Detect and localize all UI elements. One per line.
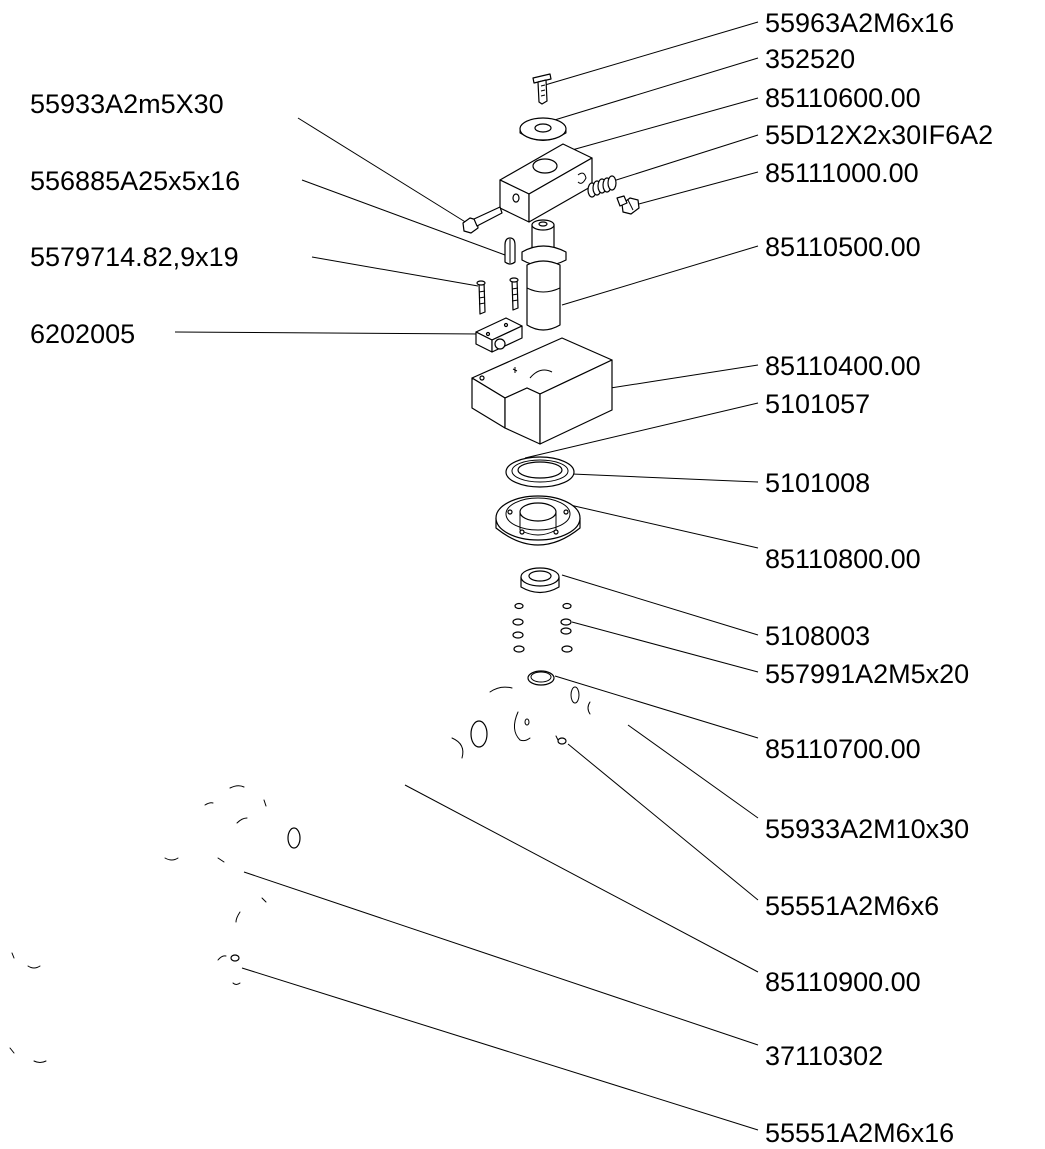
label-p01: 55963A2M6x16 [765, 8, 954, 38]
leader-p09 [571, 473, 759, 483]
screw-m6x16-part [532, 73, 552, 105]
leader-p06 [561, 245, 759, 306]
leader-p17 [243, 871, 759, 1046]
label-p06: 85110500.00 [765, 232, 921, 262]
label-p09: 5101008 [765, 468, 870, 498]
key-part [504, 237, 516, 265]
micro-switch-part [475, 317, 523, 353]
leader-p08 [524, 402, 759, 459]
label-p02: 352520 [765, 44, 855, 74]
leader-p14 [627, 724, 759, 819]
label-p05: 85111000.00 [765, 158, 919, 188]
label-p17: 37110302 [765, 1041, 883, 1071]
label-p08: 5101057 [765, 389, 870, 419]
leader-p19 [297, 117, 476, 229]
small-screws-part [476, 277, 519, 315]
leader-p20 [301, 179, 506, 256]
label-p18: 55551A2M6x16 [765, 1118, 954, 1148]
label-p14: 55933A2M10x30 [765, 814, 969, 844]
leader-p04 [609, 134, 759, 183]
bolt-m5x30-part [462, 206, 503, 234]
spring-part [587, 175, 617, 198]
leader-p12 [571, 621, 759, 673]
leader-lines [174, 21, 759, 1131]
part-drawings [9, 73, 640, 1063]
base-block-part [471, 337, 613, 445]
leader-p15 [567, 743, 759, 901]
label-p04: 55D12X2x30IF6A2 [765, 120, 993, 150]
label-p22: 6202005 [30, 319, 135, 349]
leader-p10 [569, 504, 759, 549]
knob-screw-part [616, 195, 640, 215]
clamp-block-part [499, 143, 593, 223]
leader-p03 [571, 97, 759, 151]
broken-outline-fragments [9, 686, 591, 1063]
label-p15: 55551A2M6x6 [765, 891, 939, 921]
part-labels: 55963A2M6x16 352520 85110600.00 55D12X2x… [30, 8, 993, 1148]
small-washers-part [512, 602, 573, 653]
label-p12: 557991A2M5x20 [765, 659, 969, 689]
label-p19: 55933A2m5X30 [30, 89, 224, 119]
bearing-part [520, 567, 560, 594]
leader-p18 [241, 967, 759, 1131]
label-p13: 85110700.00 [765, 734, 921, 764]
label-p03: 85110600.00 [765, 83, 921, 113]
ring-part [527, 670, 555, 686]
leader-p11 [561, 574, 759, 636]
leader-p13 [554, 675, 759, 739]
seal-rings-part [505, 456, 575, 488]
leader-p05 [634, 171, 759, 206]
label-p07: 85110400.00 [765, 351, 921, 381]
leader-p01 [544, 21, 759, 86]
label-p16: 85110900.00 [765, 967, 921, 997]
label-p10: 85110800.00 [765, 544, 921, 574]
shaft-part [521, 219, 567, 331]
label-p21: 5579714.82,9x19 [30, 242, 239, 272]
leader-p07 [584, 364, 759, 393]
washer-352520-part [519, 117, 567, 141]
label-p11: 5108003 [765, 621, 870, 651]
leader-p22 [174, 331, 483, 335]
leader-p21 [311, 256, 479, 287]
flange-part [495, 495, 581, 546]
leader-p02 [547, 57, 759, 123]
leader-p16 [404, 784, 759, 973]
label-p20: 556885A25x5x16 [30, 166, 240, 196]
